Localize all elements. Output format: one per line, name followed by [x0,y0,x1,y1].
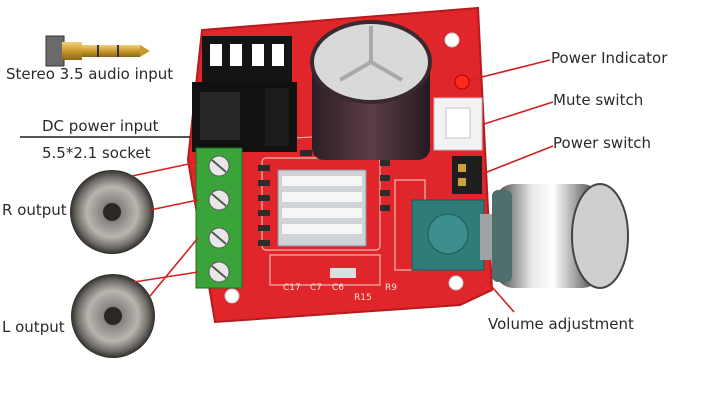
potentiometer [411,199,496,271]
dc-jack [192,82,297,152]
label-mute-switch: Mute switch [553,91,644,109]
marking-c17: C17 [283,283,301,293]
speaker-right [70,170,154,254]
heatsink [277,169,367,247]
marking-c6: C6 [332,283,344,293]
volume-knob [492,183,629,289]
label-r-output: R output [2,201,67,219]
power-led [454,74,470,90]
marking-c7: C7 [310,283,322,293]
label-power-switch: Power switch [553,134,652,152]
mount-hole [444,32,460,48]
label-dc-socket: 5.5*2.1 socket [42,144,151,162]
capacitor [310,20,432,160]
marking-r15: R15 [354,293,372,303]
audio-jack [202,36,292,86]
marking-r9: R9 [385,283,397,293]
speaker-left [71,274,155,358]
mount-hole [224,288,240,304]
label-dc-power-input: DC power input [42,117,159,135]
label-stereo-input: Stereo 3.5 audio input [6,65,174,83]
label-l-output: L output [2,318,65,336]
mute-header [433,97,483,151]
leader-lines [131,59,554,313]
audio-plug [45,35,150,67]
power-header [452,156,482,194]
speaker-terminals [195,147,243,289]
label-power-indicator: Power Indicator [551,49,668,67]
label-volume-adjustment: Volume adjustment [488,315,634,333]
mount-hole [448,275,464,291]
